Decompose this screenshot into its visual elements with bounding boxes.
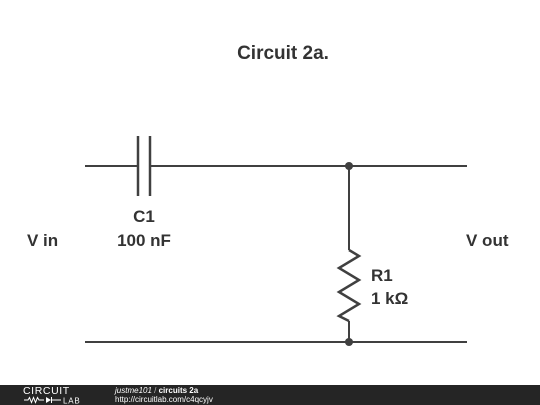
project-name-link[interactable]: circuits 2a: [158, 386, 199, 395]
capacitor-c1: [136, 136, 152, 196]
logo-resistor-icon: [24, 396, 44, 404]
logo-diode-icon: [46, 397, 51, 403]
circuit-title: Circuit 2a.: [237, 43, 329, 64]
logo-word-lab: LAB: [63, 397, 81, 405]
footer-bar: CIRCUIT LAB justme101 / circuits 2a http…: [0, 385, 540, 405]
path-separator: /: [151, 386, 159, 395]
junction-node-top: [345, 162, 353, 170]
input-label: V in: [27, 231, 58, 250]
footer-project-line: justme101 / circuits 2a: [115, 386, 198, 395]
resistor-r1: [336, 248, 362, 323]
resistor-name-label: R1: [371, 266, 393, 285]
logo-word-circuit: CIRCUIT: [23, 385, 70, 397]
resistor-value-label: 1 kΩ: [371, 289, 408, 308]
capacitor-name-label: C1: [133, 207, 155, 226]
author-link[interactable]: justme101: [115, 386, 152, 395]
output-label: V out: [466, 231, 509, 250]
circuit-schematic: Circuit 2a. C1 100 nF R1 1 kΩ V in V out: [27, 43, 509, 346]
footer-url-link[interactable]: http://circuitlab.com/c4qcyjv: [115, 395, 213, 404]
circuitlab-logo[interactable]: CIRCUIT LAB: [22, 385, 94, 405]
capacitor-value-label: 100 nF: [117, 231, 171, 250]
